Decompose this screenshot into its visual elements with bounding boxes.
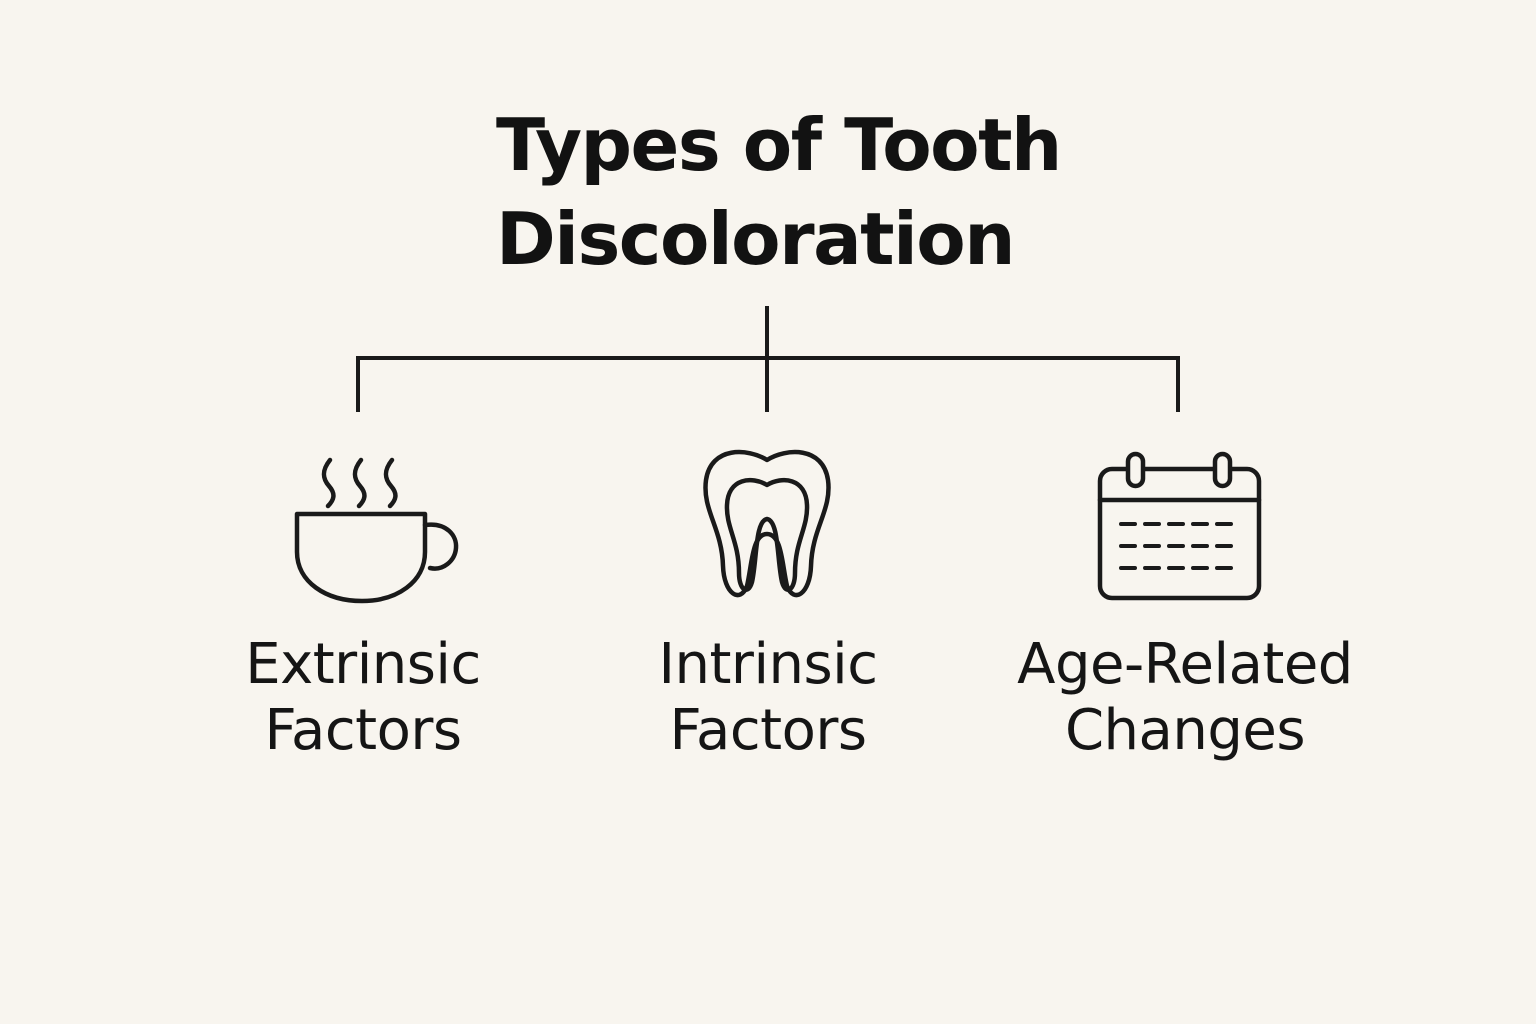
category-label-line-2: Changes [1064,698,1306,763]
category-label-line-1: Age-Related [1017,632,1353,697]
category-label-age-related: Age-Related Changes [975,632,1395,764]
title-line-1: Types of Tooth [496,103,1062,187]
category-label-line-2: Factors [264,698,462,763]
category-label-line-1: Intrinsic [658,632,878,697]
coffee-cup-icon [294,457,459,604]
title-line-2: Discoloration [496,197,1016,281]
diagram-title: Types of Tooth Discoloration [496,98,1062,286]
category-label-line-1: Extrinsic [245,632,481,697]
category-label-extrinsic: Extrinsic Factors [153,632,573,764]
tooth-icon [703,449,831,598]
category-label-line-2: Factors [669,698,867,763]
category-label-intrinsic: Intrinsic Factors [558,632,978,764]
calendar-icon [1097,451,1262,601]
